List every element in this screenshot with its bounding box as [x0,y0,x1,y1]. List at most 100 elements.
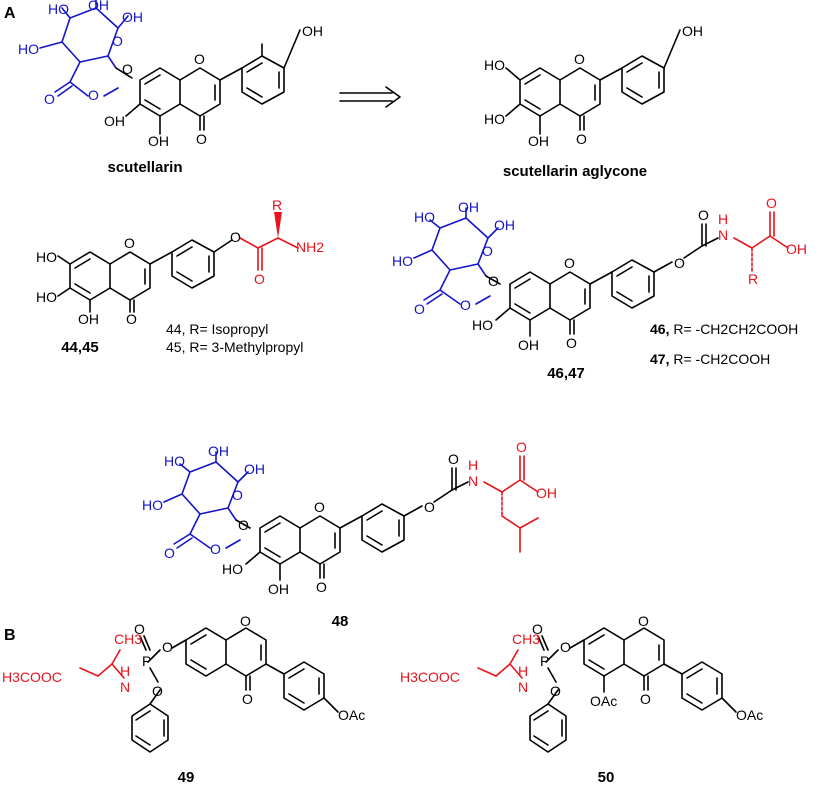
c46-n: N [718,227,728,243]
c49-p: P [142,653,151,669]
c49-ring-o: O [240,613,251,629]
note-47-num: 47, [650,351,669,367]
c50-oxo: O [640,691,651,707]
scut-ring-o: O [194,51,205,67]
c46-r: R [748,271,758,287]
c48-ester-o1: O [164,545,175,561]
compound-46-47-core [485,211,789,337]
c46-oh-1: OH [458,199,479,215]
c44-r: R [272,197,282,213]
c50-o-link: O [560,639,571,655]
c48-n: N [468,473,478,489]
c49-oxo: O [242,691,253,707]
c48-ho-4: HO [142,497,163,513]
scut-ho-4: HO [18,41,39,57]
c49-o-link: O [162,639,173,655]
aglycone-structure [505,29,681,135]
c48-oh-3: OH [244,461,265,477]
label-scutellarin: scutellarin [107,159,182,176]
c48-ester-o2: O [210,541,221,557]
c46-carbamate-o: O [674,255,685,271]
panel-label-b: B [4,627,16,644]
c46-carbamate-co: O [698,207,709,223]
c48-7-o: O [238,517,249,533]
c48-carbamate-o: O [424,499,435,515]
panel-label-a: A [4,5,16,22]
c50-h: H [518,663,528,679]
scutellarin-structure: OH HO OH HO O O O [18,0,301,135]
compound-44-45-structure [57,212,299,313]
c44-oxo: O [126,311,137,327]
c46-ester-o2: O [460,297,471,313]
conversion-arrow [339,86,401,108]
c49-h: H [120,663,130,679]
compound-48-structure [163,451,249,549]
label-49: 49 [178,769,195,786]
scut-4p-oh: OH [302,23,323,39]
c44-oh: OH [78,311,99,327]
scut-5-oh: OH [148,133,169,149]
note-45: 45, R= 3-Methylpropyl [166,339,303,355]
c46-5-oh: OH [518,337,539,353]
compound-50-structure [477,627,737,753]
label-aglycone: scutellarin aglycone [503,163,647,180]
c48-acid-o: O [516,439,527,455]
scut-ho-2: HO [48,1,69,17]
label-44-45: 44,45 [61,339,99,356]
c46-ring-o-core: O [564,255,575,271]
c50-p: P [540,653,549,669]
c44-ring-o: O [124,235,135,251]
c48-ring-o: O [232,487,243,503]
c46-oxo: O [566,335,577,351]
c46-6-oh: HO [472,317,493,333]
agly-6-oh: HO [484,111,505,127]
c44-ho-1: HO [36,249,57,265]
scut-6-oh: OH [104,113,125,129]
scutellarin-glucuronide [39,0,129,97]
scut-ester-o1: O [44,91,55,107]
c48-acid-oh: OH [536,485,557,501]
c44-nh2: NH2 [296,239,324,255]
c49-h3cooc: H3COOC [2,669,62,685]
c46-ho-4: HO [392,253,413,269]
scut-7-o: O [122,61,133,77]
label-48: 48 [332,613,349,630]
label-46-47: 46,47 [547,365,585,382]
c48-ho-2: HO [164,453,185,469]
c48-oh-1: OH [208,443,229,459]
note-46-num: 46, [650,321,669,337]
scut-oh-3: OH [122,9,143,25]
c44-ho-2: HO [36,289,57,305]
compound-48-core [235,455,539,581]
c49-oac: OAc [338,707,365,723]
c48-carbamate-co: O [448,451,459,467]
c50-ch3: CH3 [512,631,540,647]
compound-49-structure [79,627,339,753]
scut-ring-o: O [112,33,123,49]
c46-ring-o: O [482,243,493,259]
scut-ester-o2: O [88,87,99,103]
c46-ester-o1: O [414,301,425,317]
c48-oxo: O [316,579,327,595]
c46-oh-3: OH [494,217,515,233]
c50-p-o: O [532,621,543,637]
scut-oh-1: OH [88,0,109,13]
label-50: 50 [598,769,615,786]
compound-46-47-structure [413,207,499,305]
agly-ring-o: O [574,51,585,67]
agly-7-oh: HO [484,57,505,73]
c49-ch3: CH3 [114,631,142,647]
c50-o-phenyl: O [550,683,561,699]
note-46-eq: R= -CH2CH2COOH [669,321,798,337]
note-46: 46, R= -CH2CH2COOH [650,321,798,337]
c48-h: H [468,457,478,473]
c49-p-o: O [134,621,145,637]
c50-ring-o: O [638,613,649,629]
note-47: 47, R= -CH2COOH [650,351,770,367]
c48-ring-o-core: O [314,499,325,515]
c46-ho-2: HO [414,209,435,225]
scut-4-oxo: O [196,131,207,147]
c50-5-oac: OAc [590,693,617,709]
c46-acid-o: O [766,195,777,211]
